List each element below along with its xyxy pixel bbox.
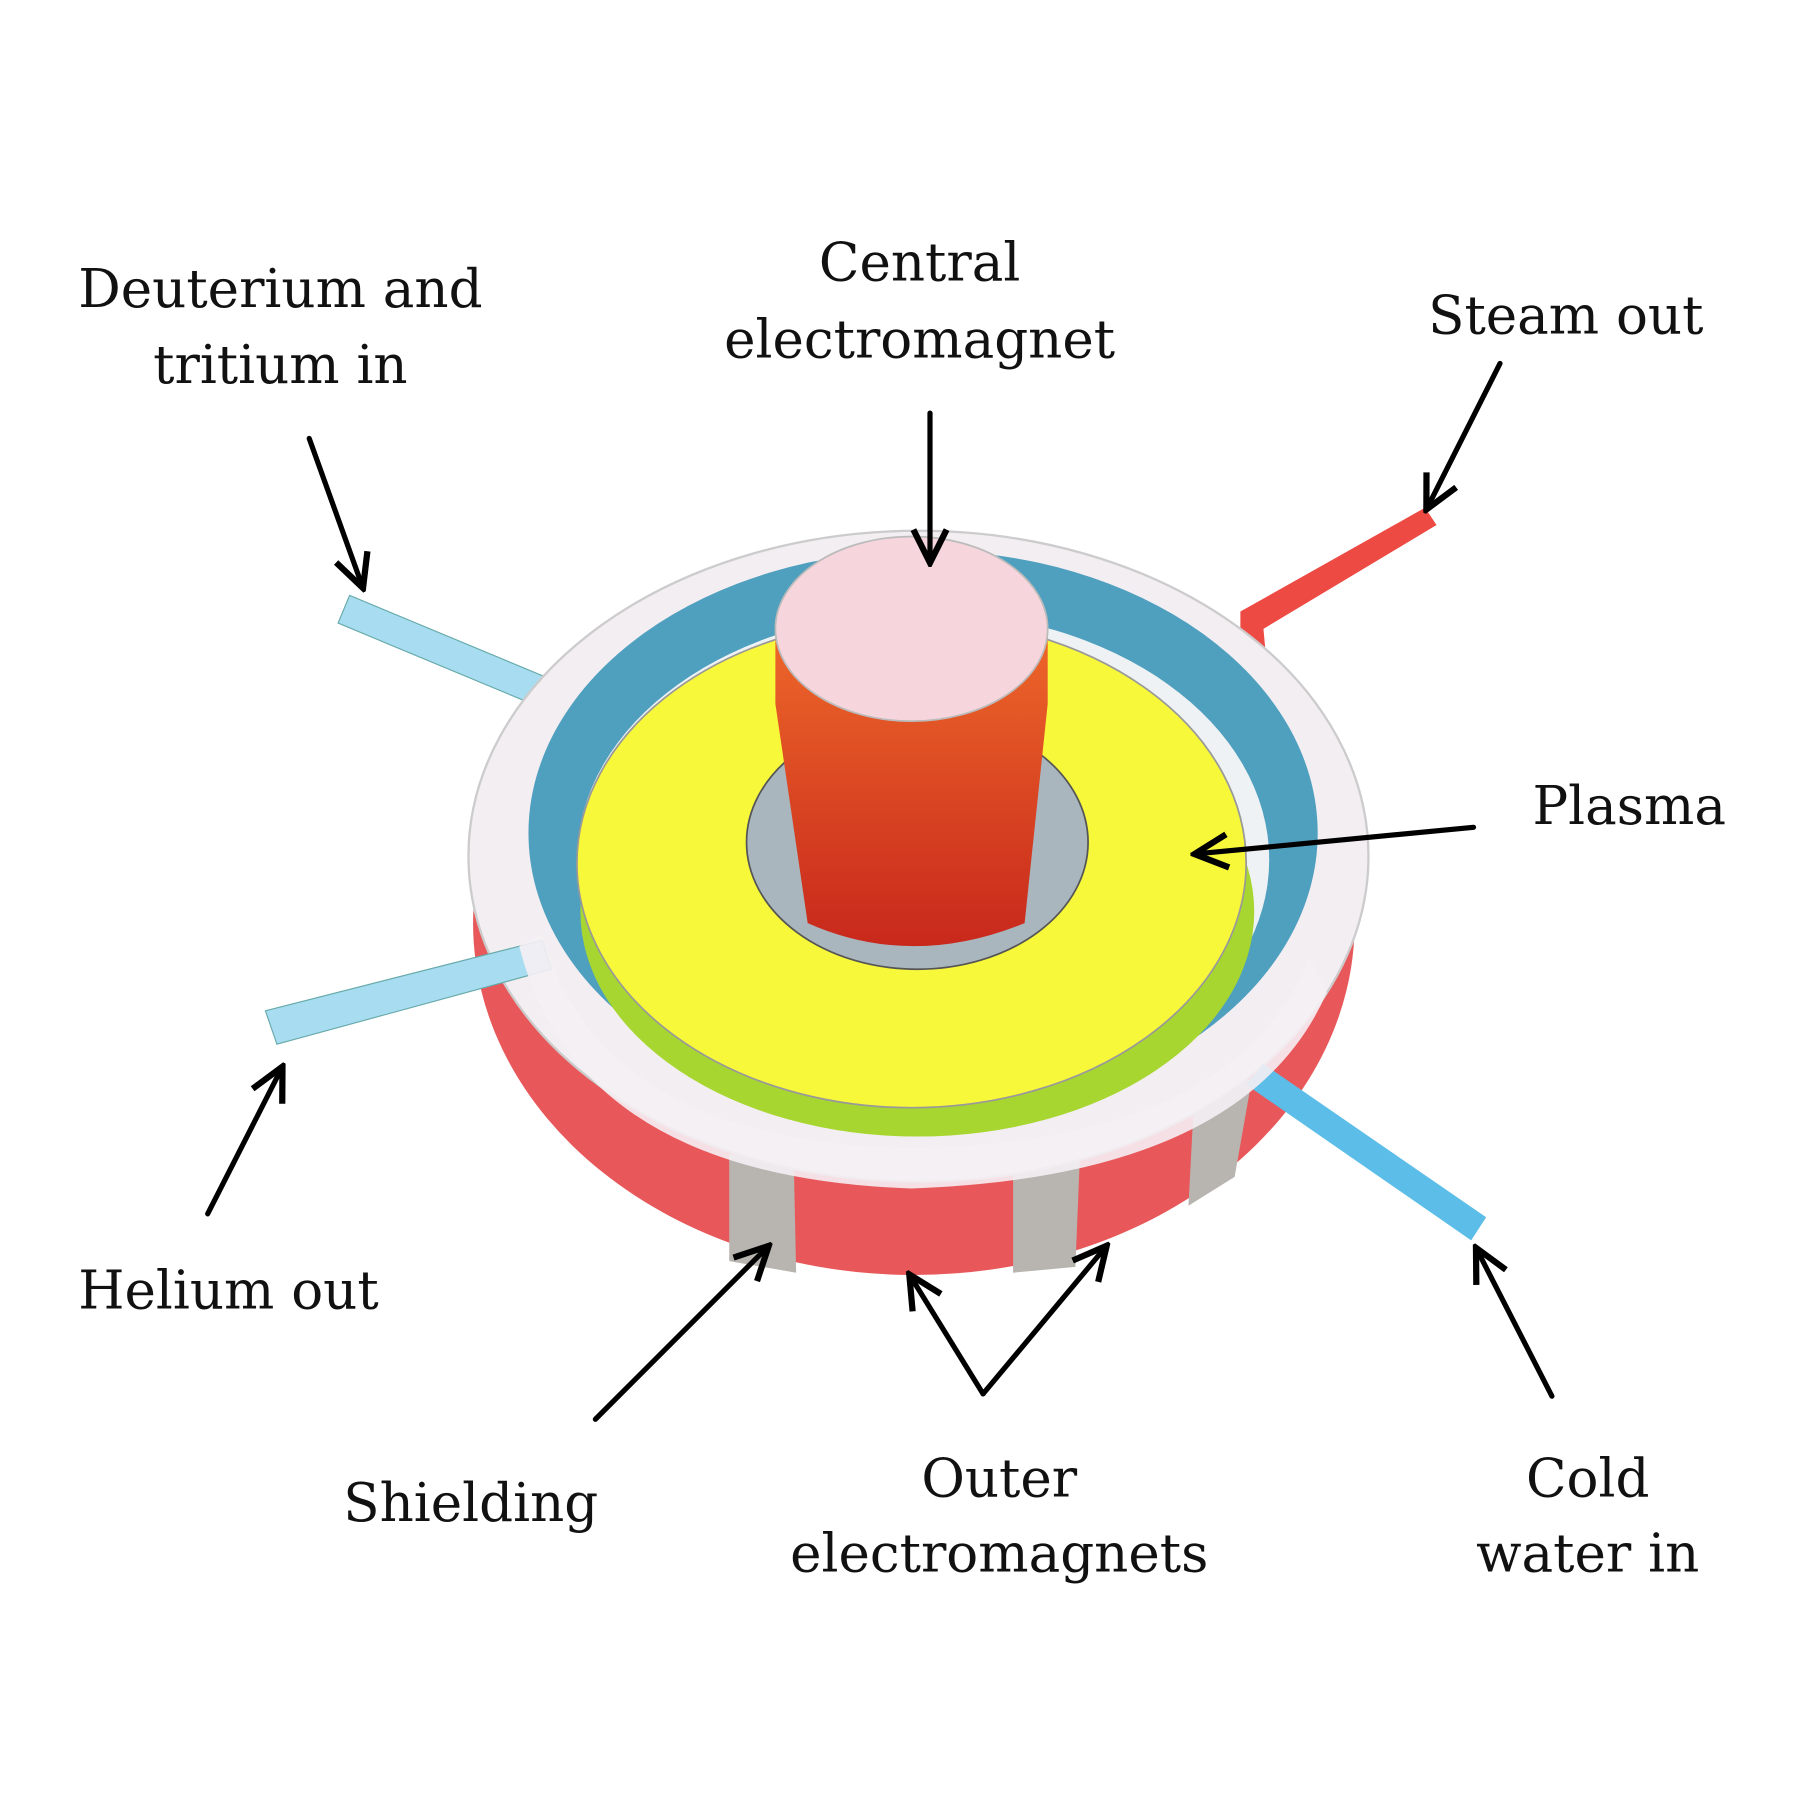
central-electromagnet-top — [774, 535, 1049, 723]
labels: Deuterium and tritium in Central electro… — [78, 231, 1726, 1584]
label-outer-line2: electromagnets — [790, 1523, 1208, 1585]
label-cold-line1: Cold — [1526, 1448, 1649, 1510]
arrow-fuel-in — [306, 435, 362, 586]
reactor-model — [264, 507, 1487, 1275]
arrow-outer-magnet-left — [910, 1276, 986, 1397]
label-central-line1: Central — [819, 231, 1020, 293]
arrow-outer-magnet-right — [980, 1247, 1105, 1397]
shielding-front-band — [519, 934, 1327, 1189]
label-steam-out: Steam out — [1428, 284, 1703, 346]
label-central-line2: electromagnet — [724, 309, 1115, 371]
arrow-steam-out — [1427, 360, 1503, 507]
arrow-shielding — [592, 1247, 767, 1422]
label-fuel-in-line1: Deuterium and — [78, 258, 482, 320]
label-fuel-in-line2: tritium in — [153, 334, 407, 396]
steam-outlet-pipe — [1240, 507, 1437, 693]
label-plasma: Plasma — [1532, 775, 1725, 837]
arrows — [205, 360, 1555, 1422]
label-shielding: Shielding — [343, 1472, 598, 1534]
label-cold-line2: water in — [1476, 1523, 1699, 1585]
label-outer-line1: Outer — [921, 1448, 1077, 1510]
arrow-cold-water-in — [1477, 1250, 1555, 1399]
arrow-helium-out — [205, 1068, 282, 1217]
arrow-plasma — [1197, 824, 1477, 854]
label-helium-out: Helium out — [78, 1259, 378, 1321]
cold-water-pipe — [1246, 1063, 1487, 1241]
